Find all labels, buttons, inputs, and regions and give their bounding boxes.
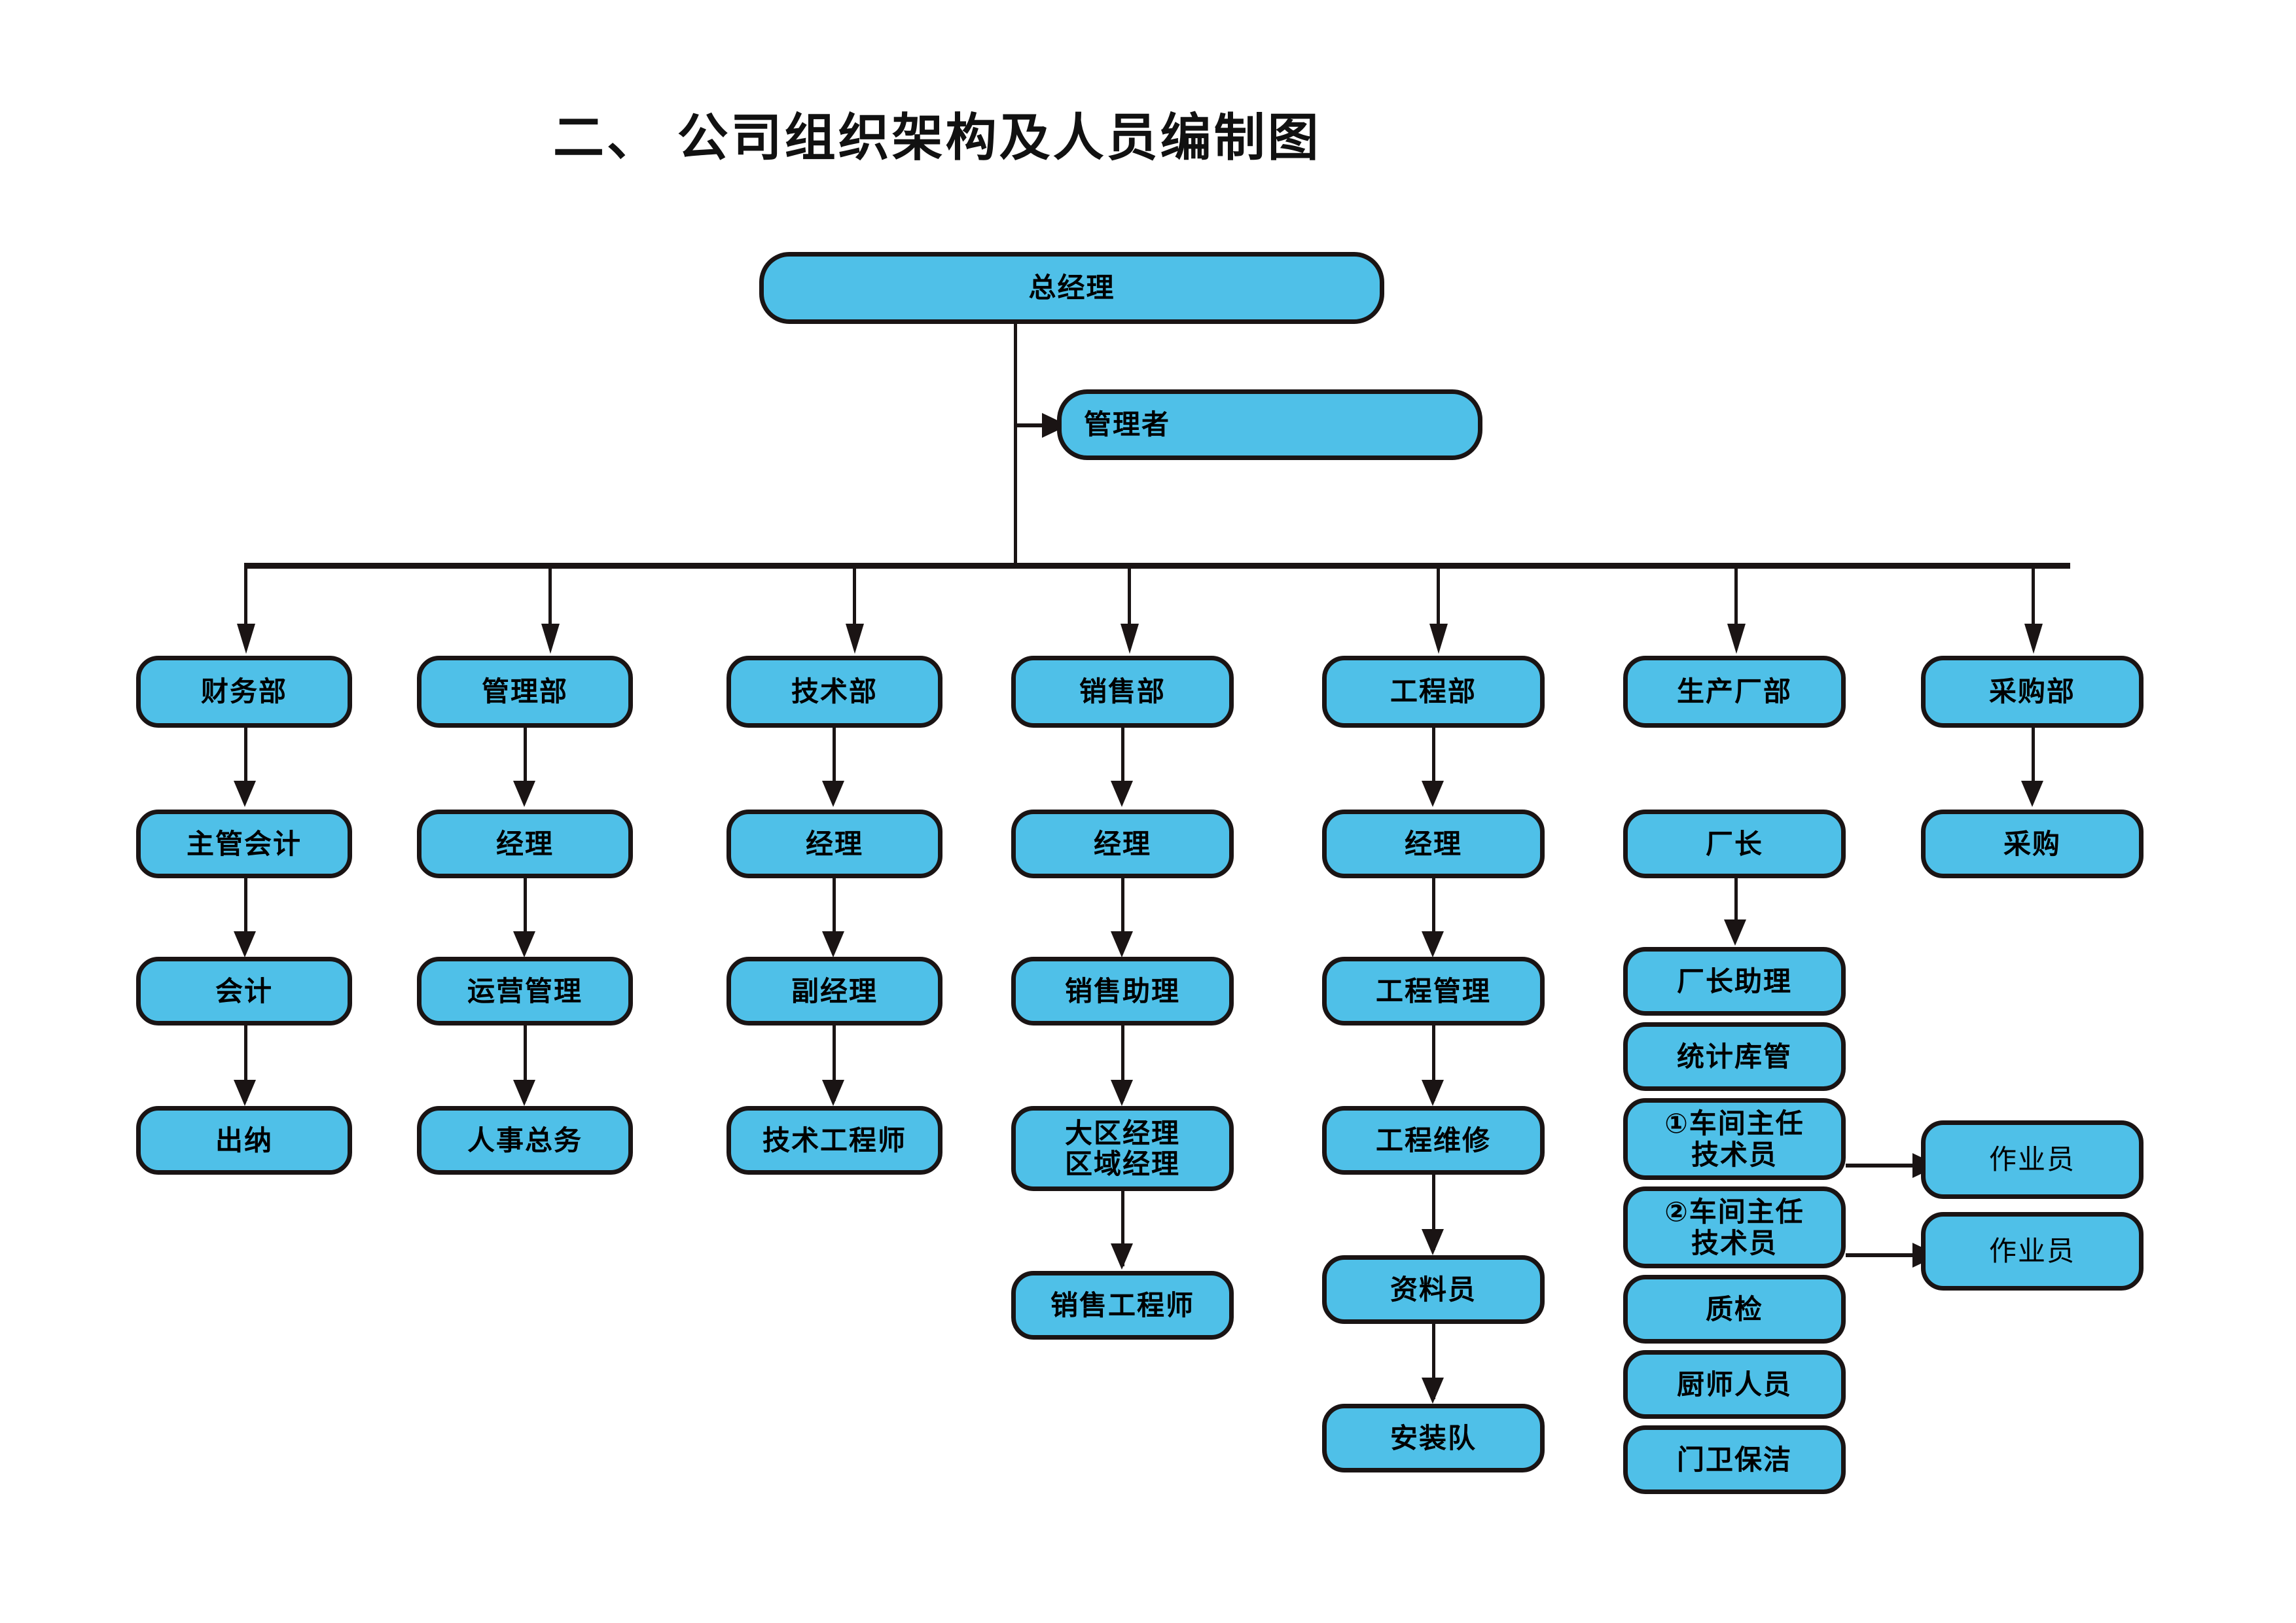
node-dept-factory[interactable]: 生产厂部: [1623, 656, 1846, 728]
node-technical-engineer[interactable]: 技术工程师: [726, 1106, 942, 1175]
node-installation-team[interactable]: 安装队: [1322, 1404, 1545, 1472]
node-workshop-director-1[interactable]: ①车间主任 技术员: [1623, 1098, 1846, 1180]
connector-department-bus: [244, 563, 2070, 569]
arrowhead-sales-1-icon: [1111, 781, 1133, 807]
node-dept-purchase[interactable]: 采购部: [1921, 656, 2144, 728]
node-security-cleaning[interactable]: 门卫保洁: [1623, 1425, 1846, 1494]
arrowhead-tech-1-icon: [822, 781, 844, 807]
node-sales-engineer[interactable]: 销售工程师: [1011, 1271, 1234, 1340]
arrowhead-purchase-icon: [2024, 624, 2043, 654]
node-eng-maintenance[interactable]: 工程维修: [1322, 1106, 1545, 1175]
arrowhead-eng-1-icon: [1422, 781, 1444, 807]
node-operations-management[interactable]: 运营管理: [417, 957, 633, 1026]
arrowhead-eng-4-icon: [1422, 1229, 1444, 1255]
arrowhead-sales-3-icon: [1111, 1080, 1133, 1106]
node-sales-assistant[interactable]: 销售助理: [1011, 957, 1234, 1026]
node-dept-eng[interactable]: 工程部: [1322, 656, 1545, 728]
arrowhead-factory-icon: [1727, 624, 1746, 654]
node-purchasing-staff[interactable]: 采购: [1921, 810, 2144, 878]
connector-workshop-1-to-worker: [1846, 1164, 1921, 1168]
connector-eng-5: [1432, 1324, 1435, 1399]
connector-eng-3: [1432, 1026, 1435, 1101]
node-admin-manager[interactable]: 经理: [417, 810, 633, 878]
connector-bus-drop-factory: [1734, 567, 1738, 629]
connector-workshop-2-to-worker: [1846, 1253, 1921, 1257]
arrowhead-eng-icon: [1429, 624, 1448, 654]
arrowhead-eng-5-icon: [1422, 1378, 1444, 1404]
connector-admin-3: [524, 1026, 527, 1101]
arrowhead-finance-icon: [237, 624, 255, 654]
connector-sales-4: [1121, 1191, 1124, 1266]
node-deputy-manager[interactable]: 副经理: [726, 957, 942, 1026]
connector-sales-3: [1121, 1026, 1124, 1101]
connector-root-to-bus: [1014, 324, 1017, 566]
node-cashier[interactable]: 出纳: [136, 1106, 352, 1175]
node-document-clerk[interactable]: 资料员: [1322, 1255, 1545, 1324]
node-workshop-director-2[interactable]: ②车间主任 技术员: [1623, 1186, 1846, 1268]
connector-finance-3: [244, 1026, 247, 1101]
node-factory-director[interactable]: 厂长: [1623, 810, 1846, 878]
arrowhead-eng-3-icon: [1422, 1080, 1444, 1106]
arrowhead-sales-icon: [1121, 624, 1139, 654]
arrowhead-admin-3-icon: [513, 1080, 535, 1106]
connector-finance-2: [244, 878, 247, 950]
node-tech-manager[interactable]: 经理: [726, 810, 942, 878]
connector-tech-1: [833, 728, 836, 800]
arrowhead-tech-icon: [846, 624, 864, 654]
connector-bus-drop-finance: [244, 567, 247, 629]
connector-factory-1: [1734, 878, 1738, 937]
node-dept-tech[interactable]: 技术部: [726, 656, 942, 728]
connector-admin-2: [524, 878, 527, 950]
node-eng-management[interactable]: 工程管理: [1322, 957, 1545, 1026]
arrowhead-admin-1-icon: [513, 781, 535, 807]
arrowhead-finance-3-icon: [234, 1080, 256, 1106]
connector-bus-drop-purchase: [2032, 567, 2035, 629]
node-kitchen-staff[interactable]: 厨师人员: [1623, 1350, 1846, 1419]
connector-purchase-1: [2032, 728, 2035, 800]
arrowhead-finance-1-icon: [234, 781, 256, 807]
node-operator-2[interactable]: 作业员: [1921, 1212, 2144, 1291]
arrowhead-purchase-1-icon: [2021, 781, 2043, 807]
arrowhead-admin-2-icon: [513, 931, 535, 957]
connector-admin-1: [524, 728, 527, 800]
connector-tech-2: [833, 878, 836, 950]
connector-tech-3: [833, 1026, 836, 1101]
arrowhead-finance-2-icon: [234, 931, 256, 957]
arrowhead-eng-2-icon: [1422, 931, 1444, 957]
node-chief-accountant[interactable]: 主管会计: [136, 810, 352, 878]
node-dept-finance[interactable]: 财务部: [136, 656, 352, 728]
connector-eng-4: [1432, 1175, 1435, 1250]
node-accountant[interactable]: 会计: [136, 957, 352, 1026]
node-sales-manager[interactable]: 经理: [1011, 810, 1234, 878]
arrowhead-sales-2-icon: [1111, 931, 1133, 957]
arrowhead-admin-icon: [541, 624, 560, 654]
connector-bus-drop-tech: [853, 567, 856, 629]
connector-bus-drop-sales: [1128, 567, 1131, 629]
node-advisor[interactable]: 管理者: [1057, 389, 1482, 460]
connector-finance-1: [244, 728, 247, 800]
node-regional-manager[interactable]: 大区经理 区域经理: [1011, 1106, 1234, 1191]
node-quality-inspection[interactable]: 质检: [1623, 1275, 1846, 1344]
arrowhead-sales-4-icon: [1111, 1243, 1133, 1270]
connector-eng-1: [1432, 728, 1435, 800]
arrowhead-tech-2-icon: [822, 931, 844, 957]
connector-eng-2: [1432, 878, 1435, 950]
connector-bus-drop-eng: [1437, 567, 1440, 629]
connector-sales-2: [1121, 878, 1124, 950]
node-dept-sales[interactable]: 销售部: [1011, 656, 1234, 728]
page-title: 二、 公司组织架构及人员编制图: [553, 109, 1321, 166]
node-hr-general-affairs[interactable]: 人事总务: [417, 1106, 633, 1175]
node-general-manager[interactable]: 总经理: [759, 252, 1384, 324]
node-operator-1[interactable]: 作业员: [1921, 1120, 2144, 1199]
connector-sales-1: [1121, 728, 1124, 800]
connector-bus-drop-admin: [548, 567, 552, 629]
node-statistics-warehouse[interactable]: 统计库管: [1623, 1022, 1846, 1091]
arrowhead-factory-1-icon: [1724, 919, 1746, 946]
arrowhead-tech-3-icon: [822, 1080, 844, 1106]
node-factory-assistant[interactable]: 厂长助理: [1623, 947, 1846, 1016]
node-eng-manager[interactable]: 经理: [1322, 810, 1545, 878]
node-dept-admin[interactable]: 管理部: [417, 656, 633, 728]
connector-root-to-advisor: [1014, 423, 1048, 427]
